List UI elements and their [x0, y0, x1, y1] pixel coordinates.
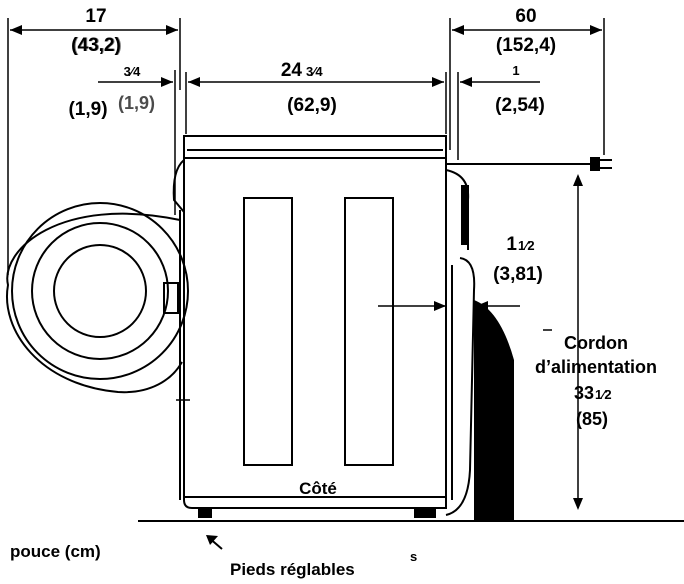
dim-17-inches: 17 — [85, 6, 106, 27]
vent-duct-shape — [474, 300, 514, 521]
dim-17 — [7, 18, 181, 275]
dim-cord-height — [543, 174, 583, 510]
dim-17-cm: (43,2) — [71, 35, 121, 56]
dim-three-quarter-inches: 3⁄4 — [124, 64, 141, 79]
door-drawing — [6, 202, 189, 394]
rear-hose — [445, 169, 476, 516]
power-cord-plug — [446, 157, 612, 171]
units-label: pouce (cm) — [10, 542, 101, 561]
dim-three-quarter-cm: (1,9) — [68, 99, 107, 120]
dim-1-cm: (2,54) — [495, 95, 545, 116]
power-cord-label-line2: d’alimentation — [535, 357, 657, 377]
feet-label: Pieds réglables — [230, 560, 355, 579]
dim-one-half-cm: (3,81) — [493, 264, 543, 285]
dim-60-inches: 60 — [515, 6, 536, 27]
dim-60-cm: (152,4) — [496, 35, 556, 56]
dim-24-three-quarter — [185, 72, 447, 134]
dim-60 — [449, 18, 605, 155]
dim-three-quarter-cm-ghost: (1,9) — [118, 93, 155, 113]
feet-stray-mark: s — [410, 549, 417, 564]
dim-24-cm: (62,9) — [287, 95, 337, 116]
dim-one-half-inches-frac: 1⁄2 — [518, 238, 535, 253]
feet-pointer-arrow — [206, 535, 223, 550]
dryer-cabinet — [172, 135, 447, 518]
power-cord-cm: (85) — [576, 409, 608, 429]
dim-one-and-half — [378, 301, 520, 311]
power-cord-inches-whole: 33 — [574, 383, 594, 403]
dim-three-quarter — [98, 70, 176, 215]
side-label: Côté — [299, 479, 337, 498]
dim-24-inches-frac: 3⁄4 — [306, 64, 323, 79]
dim-24-inches-whole: 24 — [281, 60, 303, 81]
dim-one-half-inches-whole: 1 — [506, 234, 517, 255]
dim-1-inches: 1 — [512, 63, 519, 78]
power-cord-label-line1: Cordon — [564, 333, 628, 353]
dim-17-cm-overprint: (43,2) — [72, 35, 122, 56]
power-cord-inches-frac: 1⁄2 — [595, 387, 612, 402]
dim-1-inch — [457, 72, 540, 160]
